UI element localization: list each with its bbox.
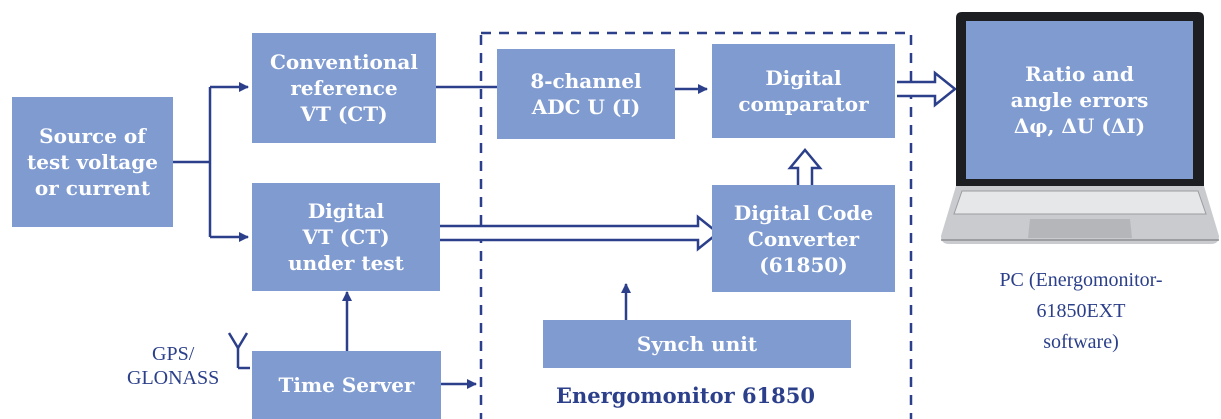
energomonitor-caption: Energomonitor 61850 [556,383,816,408]
converter-to-comparator-double-arrow [787,148,823,185]
antenna-icon [227,332,250,370]
synch-unit-block: Synch unit [543,320,851,368]
source-branch-lines [173,82,249,242]
digital-vt-block: Digital VT (CT) under test [252,183,440,291]
gps-glonass-label: GPS/ GLONASS [127,343,220,389]
digital-comparator-block: Digital comparator [712,44,895,138]
test-source-block: Source of test voltage or current [12,97,173,227]
pc-caption: PC (Energomonitor- 61850EXT software) [999,269,1163,353]
reference-vt-block: Conventional reference VT (CT) [252,33,436,143]
time-server-block: Time Server [252,351,441,419]
pc-screen-block: Ratio and angle errors Δφ, ΔU (ΔI) [966,21,1193,179]
adc-block: 8-channel ADC U (I) [497,49,675,139]
comparator-to-pc-double-arrow [897,70,958,108]
code-converter-block: Digital Code Converter (61850) [712,185,895,292]
